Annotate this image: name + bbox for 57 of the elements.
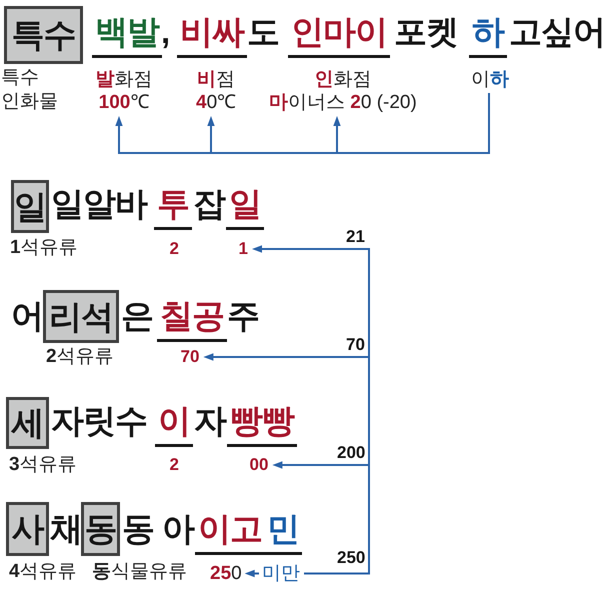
sentence-text: 일알바 (51, 187, 147, 221)
category-label: 동식물유류 (92, 560, 187, 584)
sentence-text: , (161, 15, 170, 49)
property-label: 발화점 (96, 68, 152, 91)
underlined-word: 이고 (195, 512, 265, 555)
highlight-box: 리석 (43, 290, 119, 343)
digit-label: 00 (250, 456, 268, 474)
highlight-box: 사 (6, 502, 49, 556)
value-label: 마이너스 20 (-20) (269, 91, 417, 114)
underlined-word: 민 (264, 512, 302, 555)
sentence-text: 자 (194, 404, 226, 438)
underlined-word: 빵빵 (227, 404, 297, 447)
edge-label: 70 (346, 336, 365, 354)
value-label: 250 (337, 549, 366, 567)
connector-arrow (244, 570, 259, 578)
highlight-box: 세 (6, 397, 49, 449)
underlined-word: 이 (155, 404, 193, 447)
underlined-word: 비싸 (177, 15, 247, 58)
sentence-text: 주 (227, 299, 259, 333)
term-label: 특수 인화물 (1, 66, 59, 114)
sentence-text: 은 (121, 299, 153, 333)
sentence-text: 채 (50, 512, 82, 546)
sentence-text: 도 (247, 15, 279, 49)
edge-label: 200 (337, 444, 366, 462)
underlined-word: 일 (226, 187, 264, 230)
connector-arrow (272, 461, 370, 574)
condition-word: 이하 (471, 69, 509, 90)
category-label: 3석유류 (9, 453, 77, 477)
condition-word: 미만 (262, 563, 300, 584)
underlined-word: 칠공 (157, 299, 227, 342)
highlight-box: 동 (81, 502, 120, 556)
category-label: 4석유류 (9, 560, 77, 584)
highlight-box: 일 (11, 180, 49, 233)
value-label: 100℃ (98, 91, 150, 114)
category-label: 1석유류 (10, 236, 78, 260)
digit-label: 1 (238, 240, 248, 258)
sentence-text: 어 (11, 299, 43, 333)
property-label: 비점 (197, 68, 236, 91)
sentence-text: 동 아 (122, 512, 194, 546)
underlined-word: 백발 (92, 15, 162, 58)
digit-label: 2 (170, 456, 179, 474)
sentence-text: 포켓 (394, 15, 458, 49)
underlined-word: 인마이 (288, 15, 390, 58)
value-label: 40℃ (196, 91, 236, 114)
connector-arrow (333, 93, 490, 154)
underlined-word: 하 (469, 15, 507, 58)
property-label: 인화점 (314, 68, 372, 91)
digit-label: 2 (170, 240, 179, 258)
value-label: 250 (210, 563, 242, 584)
sentence-text: 자릿수 (51, 404, 147, 438)
highlight-box: 특수 (4, 6, 83, 64)
digit-label: 70 (180, 348, 200, 366)
edge-label: 21 (346, 228, 365, 246)
category-label: 2석유류 (46, 345, 114, 369)
sentence-text: 잡 (193, 187, 225, 221)
sentence-text: 고싶어 (509, 15, 605, 49)
underlined-word: 투 (154, 187, 192, 230)
